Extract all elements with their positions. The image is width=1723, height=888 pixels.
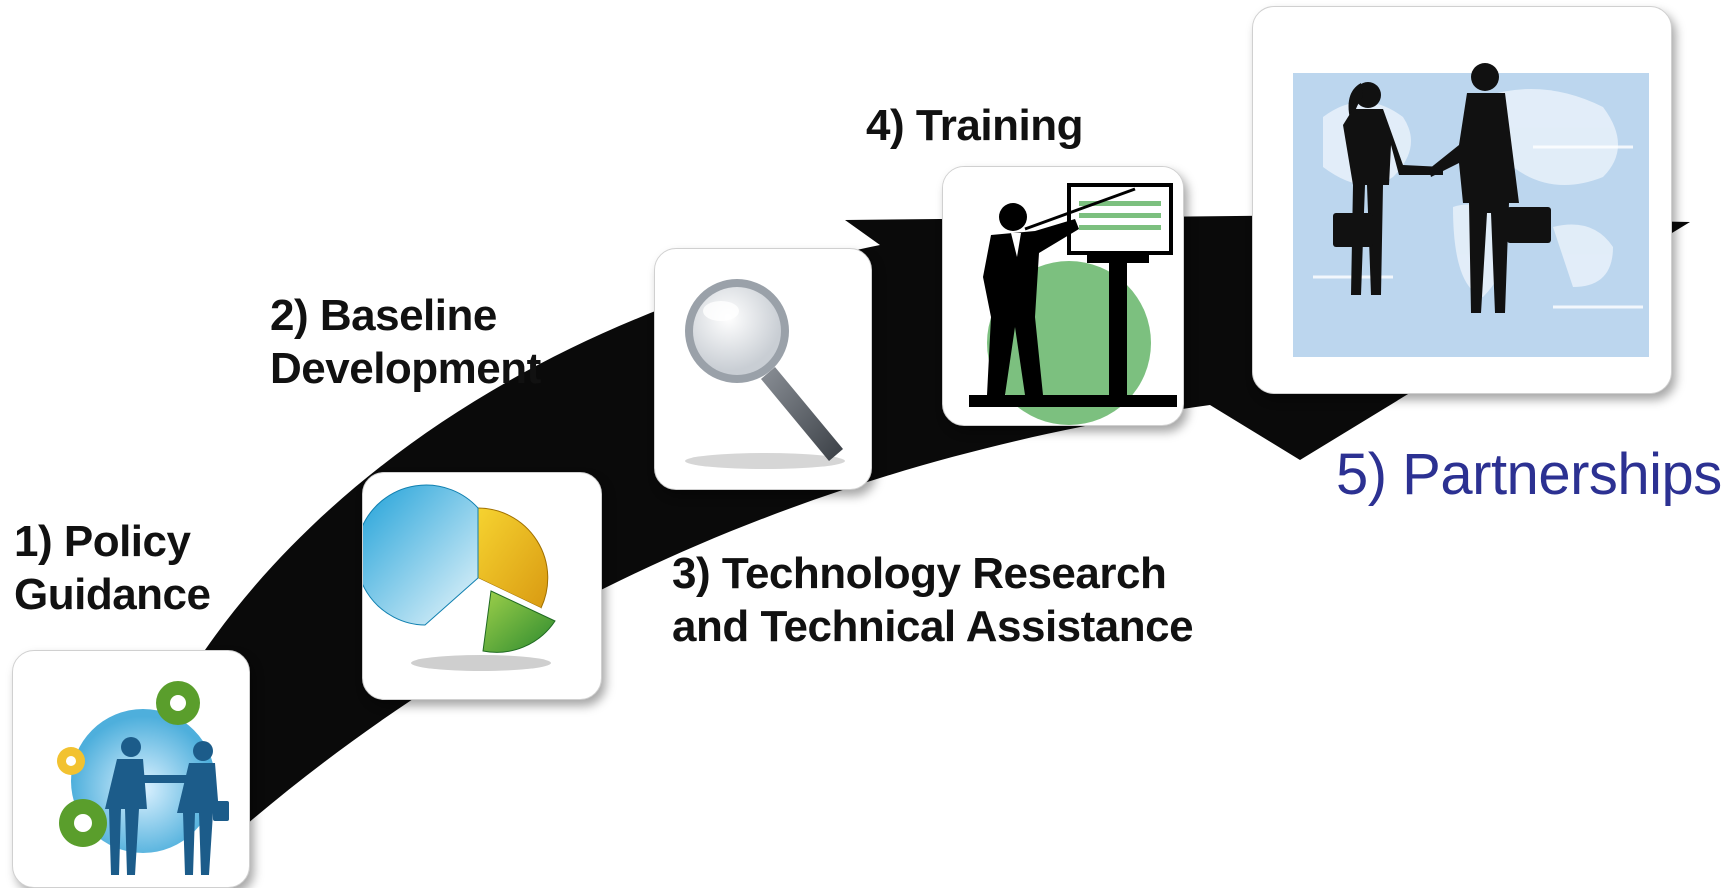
- step-5-label: 5) Partnerships: [1336, 440, 1722, 510]
- step-3-tile: [654, 248, 872, 490]
- pie-chart-icon: [363, 484, 556, 671]
- step-2-line-2: Development: [270, 343, 541, 393]
- business-handshake-icon: [1293, 63, 1649, 357]
- step-3-line-1: 3) Technology Research: [672, 549, 1167, 598]
- step-2-tile: [362, 472, 602, 700]
- presenter-icon: [943, 167, 1183, 425]
- step-5-line-1: 5) Partnerships: [1336, 442, 1722, 507]
- step-2-line-1: 2) Baseline: [270, 291, 497, 340]
- step-3-label: 3) Technology Research and Technical Ass…: [672, 548, 1194, 654]
- step-4-line-1: 4) Training: [866, 101, 1083, 150]
- magnifying-glass-icon: [685, 279, 845, 469]
- step-4-label: 4) Training: [866, 100, 1083, 153]
- step-1-line-1: 1) Policy: [14, 517, 191, 566]
- step-5-tile: [1252, 6, 1672, 394]
- step-1-label: 1) Policy Guidance: [14, 516, 211, 622]
- step-4-tile: [942, 166, 1184, 426]
- step-1-line-2: Guidance: [14, 569, 211, 619]
- step-3-line-2: and Technical Assistance: [672, 601, 1194, 651]
- gears-handshake-icon: [57, 681, 229, 875]
- step-1-tile: [12, 650, 250, 888]
- step-2-label: 2) Baseline Development: [270, 290, 541, 396]
